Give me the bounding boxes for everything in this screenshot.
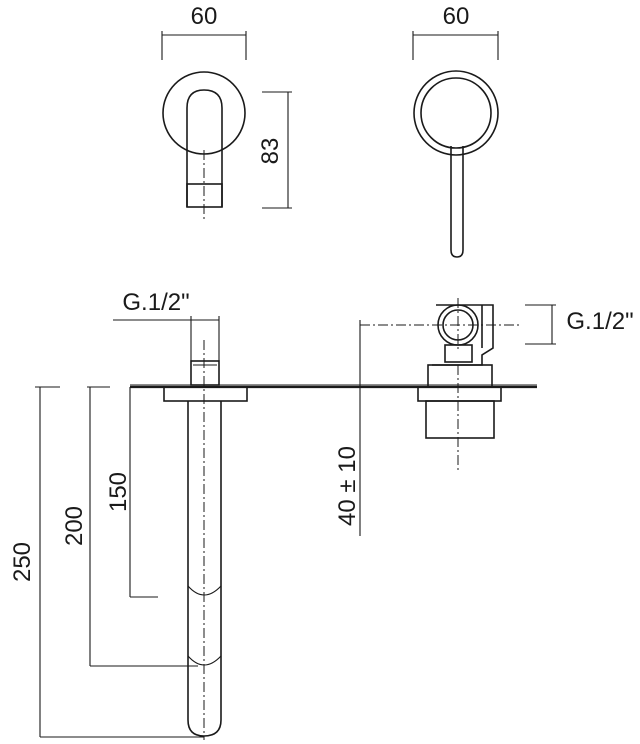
mixer-section: G.1/2" 40 ± 10 bbox=[334, 298, 634, 536]
depth-dimensions: 150 200 250 bbox=[9, 386, 204, 738]
side-width-label: 60 bbox=[191, 3, 218, 30]
side-height-label: 83 bbox=[257, 138, 284, 165]
thread-left-label: G.1/2" bbox=[122, 289, 189, 316]
wall-offset-label: 40 ± 10 bbox=[334, 446, 361, 526]
depth-200-label: 200 bbox=[61, 506, 88, 546]
depth-150-label: 150 bbox=[105, 472, 132, 512]
front-view: 60 bbox=[412, 3, 499, 258]
spout-section: G.1/2" bbox=[113, 289, 248, 740]
front-width-label: 60 bbox=[443, 3, 470, 30]
side-view: 60 83 bbox=[161, 3, 292, 222]
depth-250-label: 250 bbox=[9, 542, 36, 582]
thread-right-label: G.1/2" bbox=[566, 308, 633, 335]
